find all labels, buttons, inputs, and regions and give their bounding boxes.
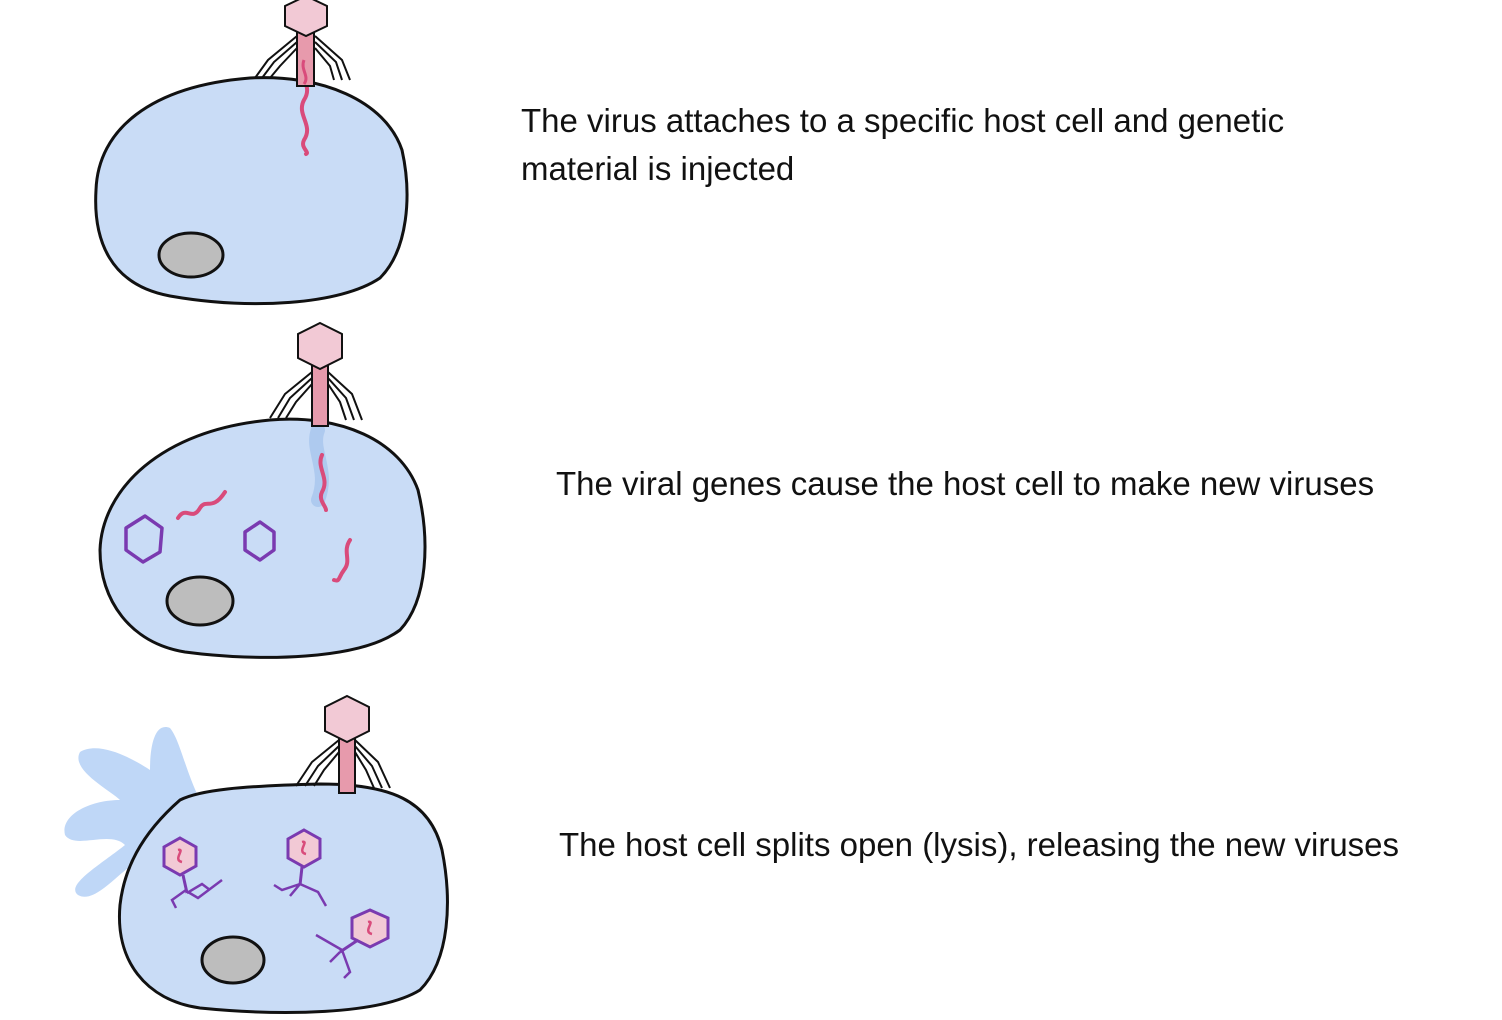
step-3-illustration <box>64 694 449 1014</box>
new-virus-icon <box>162 836 223 909</box>
bacteriophage-icon <box>269 321 363 427</box>
host-cell-1 <box>94 76 409 306</box>
new-virus-icon <box>273 828 328 907</box>
capsid-icon <box>124 514 164 564</box>
new-virus-icon <box>315 908 390 979</box>
bacteriophage-icon <box>295 694 391 794</box>
bacteriophage-icon <box>254 0 351 87</box>
viral-dna-icon <box>332 538 352 583</box>
viral-dna-icon <box>176 490 227 520</box>
viral-dna-icon <box>318 453 328 512</box>
host-cell-3 <box>117 782 449 1014</box>
step-3-caption: The host cell splits open (lysis), relea… <box>559 826 1400 863</box>
step-1-caption: The virus attaches to a specific host ce… <box>521 102 1285 187</box>
lysis-burst <box>64 727 200 897</box>
nucleus-icon <box>165 575 235 627</box>
step-2-illustration <box>98 321 427 659</box>
nucleus-icon <box>157 231 225 279</box>
capsid-icon <box>243 520 276 562</box>
step-2-caption: The viral genes cause the host cell to m… <box>556 465 1375 502</box>
step-1-illustration <box>94 0 409 306</box>
nucleus-icon <box>200 935 266 985</box>
host-cell-2 <box>98 417 427 659</box>
